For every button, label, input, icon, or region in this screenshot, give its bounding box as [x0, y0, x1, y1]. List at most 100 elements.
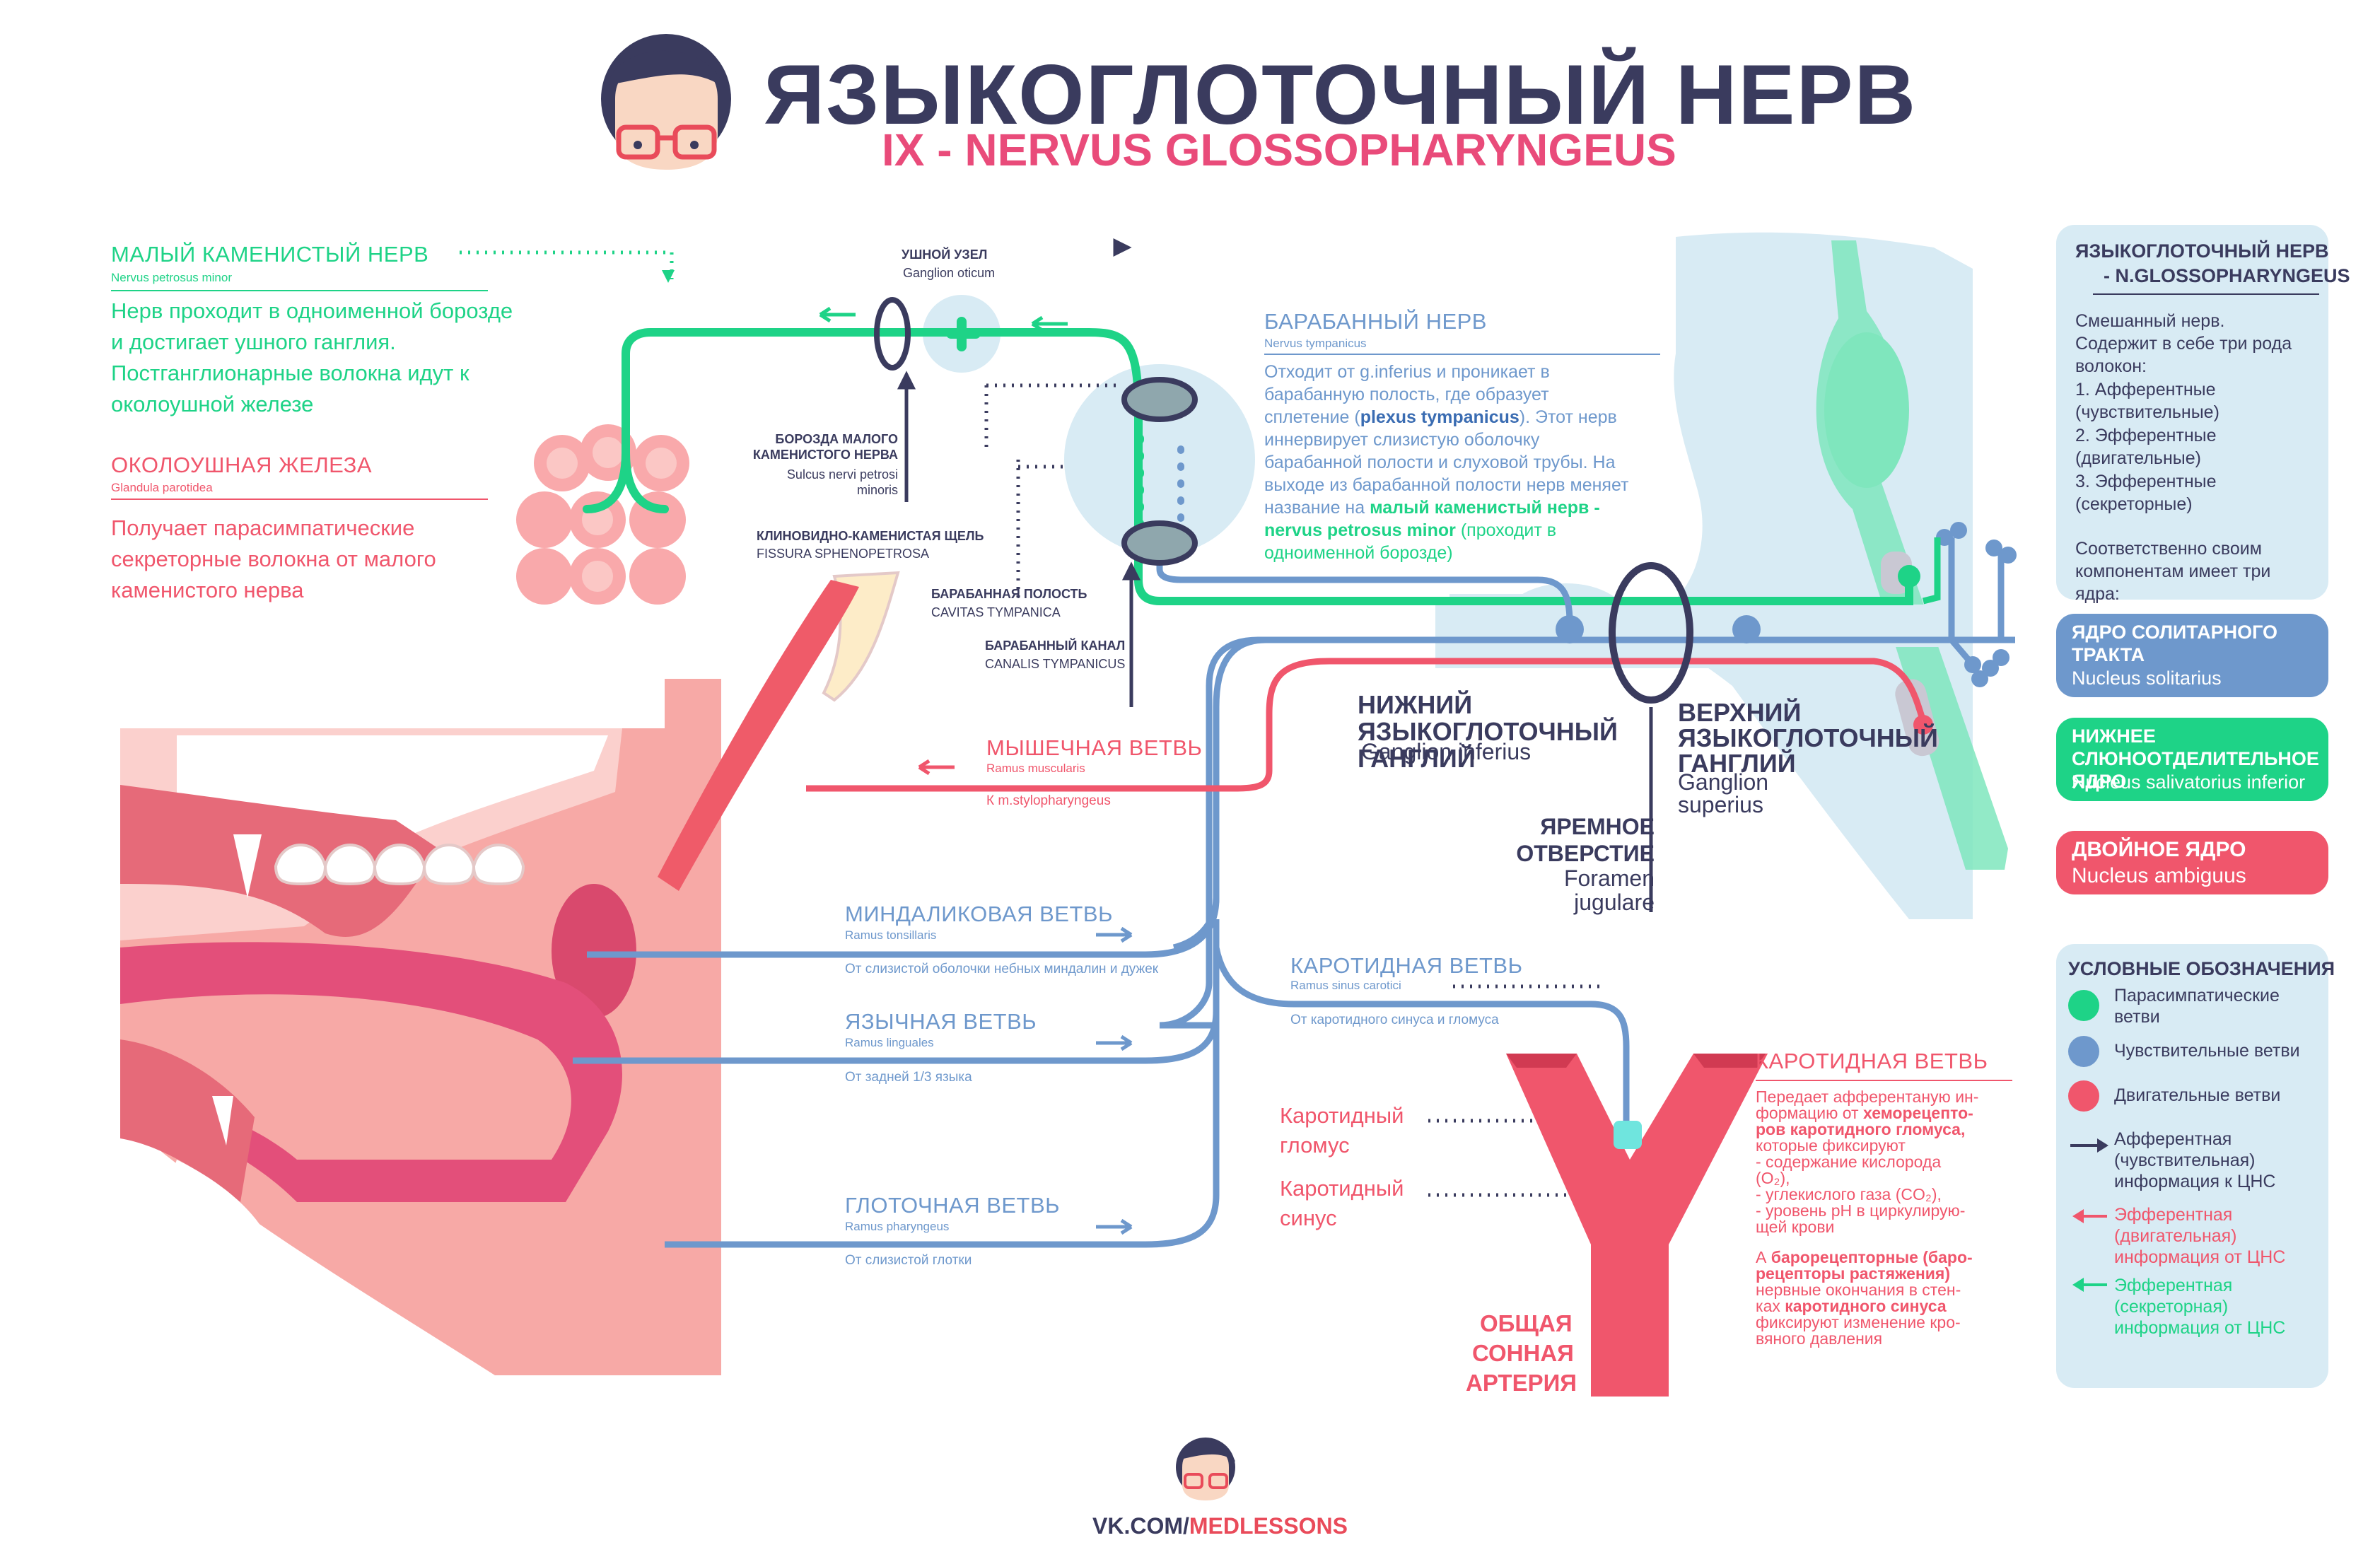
- footer-brand: MEDLESSONS: [1189, 1513, 1348, 1539]
- canalis-title: БАРАБАННЫЙ КАНАЛ: [985, 639, 1126, 653]
- legend-label-afferent: Афферентная (чувствительная) информация …: [2114, 1129, 2276, 1191]
- legend-arrow-secretory: [2072, 1278, 2107, 1292]
- ci-l12: нервные окончания в стен-: [1756, 1281, 1961, 1299]
- green-otic-knot: [946, 317, 981, 351]
- tympanic-text-1: Отходит от g.inferius и проникает в бара…: [1264, 362, 1550, 427]
- muscular-to: К m.stylopharyngeus: [986, 793, 1111, 808]
- glomus-label-2: гломус: [1280, 1133, 1350, 1158]
- blue-ganglion-dot-1: [1556, 615, 1584, 643]
- ring-jugulare: [1609, 562, 1693, 704]
- blue-pharyngeal-branch: [665, 1011, 1220, 1248]
- sidebar-title-2: - N.GLOSSOPHARYNGEUS: [2104, 265, 2350, 286]
- legend-label-pink: Двигательные ветви: [2114, 1085, 2281, 1105]
- carotid-branch-latin: Ramus sinus carotici: [1290, 979, 1401, 992]
- lesser-petrosal-rule: [111, 290, 488, 291]
- ci-l11b: рецепторы растяжения): [1756, 1264, 1950, 1283]
- tympanic-text: Отходит от g.inferius и проникает в бара…: [1264, 361, 1632, 564]
- nucleus-salivatorius-box: [2056, 718, 2328, 801]
- nucleus-solitarius-latin: Nucleus solitarius: [2072, 667, 2222, 689]
- page-subtitle: IX - NERVUS GLOSSOPHARYNGEUS: [882, 124, 1676, 175]
- tympanic-text-2: ). Этот нерв иннервирует слизистую оболо…: [1264, 407, 1629, 518]
- ci-l13: ках каротидного синуса: [1756, 1298, 2038, 1314]
- navy-pointers: [662, 238, 1653, 912]
- ci-l6: (O₂),: [1756, 1169, 1790, 1187]
- parotid-gland: [516, 424, 689, 605]
- fissura-latin: FISSURA SPHENOPETROSA: [757, 547, 930, 561]
- otic-latin: Ganglion oticum: [903, 266, 996, 280]
- foramen-latin: Foramen jugulare: [1563, 865, 1655, 915]
- ring-otic: [874, 297, 911, 371]
- sinus-label-2: синус: [1280, 1206, 1337, 1230]
- artery-label-3: АРТЕРИЯ: [1466, 1370, 1577, 1396]
- sidebar-title-1: ЯЗЫКОГЛОТОЧНЫЙ НЕРВ: [2075, 240, 2329, 262]
- legend-label-green: Парасимпатические ветви: [2114, 986, 2280, 1027]
- mascot-icon: [601, 34, 731, 170]
- nucleus-solitarius-title: ЯДРО СОЛИТАРНОГО ТРАКТА: [2072, 622, 2278, 665]
- blue-ganglion-dot-2: [1732, 615, 1761, 643]
- legend-dot-blue: [2068, 1036, 2099, 1067]
- tympanic-cavity: [1064, 364, 1255, 555]
- lower-incisor: [212, 1096, 233, 1145]
- ci-l10: А барорецепторные (баро-: [1756, 1249, 2038, 1266]
- ci-l10b: барорецепторные (баро-: [1771, 1248, 1973, 1266]
- sulcus-title: БОРОЗДА МАЛОГО КАМЕНИСТОГО НЕРВА: [752, 432, 898, 462]
- legend-panel: [2056, 944, 2328, 1388]
- ci-l14: фиксируют изменение кро-: [1756, 1313, 1961, 1331]
- muscular-title: МЫШЕЧНАЯ ВЕТВЬ: [986, 735, 1203, 760]
- lesser-petrosal-text: Нерв проходит в одноименной борозде и до…: [111, 298, 513, 416]
- nucleus-ambiguus-latin: Nucleus ambiguus: [2072, 864, 2246, 887]
- stylopharyngeus-muscle: [658, 580, 859, 891]
- ganglion-inferius-latin: Ganglion inferius: [1361, 739, 1532, 764]
- palate-white: [177, 735, 608, 877]
- carotid-info-title: КАРОТИДНАЯ ВЕТВЬ: [1756, 1049, 1988, 1073]
- tympanic-plexus: plexus tympanicus: [1360, 407, 1519, 427]
- tympanic-title: БАРАБАННЫЙ НЕРВ: [1264, 309, 1487, 334]
- pharyngeal-latin: Ramus pharyngeus: [845, 1220, 950, 1233]
- sidebar-nuclei-intro: Соответственно своим компонентам имеет т…: [2075, 539, 2271, 604]
- ci-l13a: ках: [1756, 1297, 1785, 1315]
- ci-l15: вяного давления: [1756, 1329, 1883, 1348]
- carotid-artery: [1506, 1054, 1768, 1397]
- fissura-title: КЛИНОВИДНО-КАМЕНИСТАЯ ЩЕЛЬ: [757, 529, 984, 543]
- legend-arrow-motor: [2072, 1209, 2107, 1223]
- parotid-text: Получает парасимпатические секреторные в…: [111, 515, 436, 602]
- footer-prefix: VK.COM/: [1092, 1513, 1189, 1539]
- blue-trunk: [1172, 636, 1266, 951]
- green-dotted-pointer: [460, 250, 674, 279]
- ci-l13b: каротидного синуса: [1785, 1297, 1947, 1315]
- tympanic-latin: Nervus tympanicus: [1264, 337, 1367, 350]
- ganglion-superius-title: ВЕРХНИЙ ЯЗЫКОГЛОТОЧНЫЙ ГАНГЛИЙ: [1678, 698, 1938, 778]
- lesser-petrosal-title: МАЛЫЙ КАМЕНИСТЫЙ НЕРВ: [111, 242, 429, 267]
- upper-teeth: [274, 844, 525, 886]
- legend-title: УСЛОВНЫЕ ОБОЗНАЧЕНИЯ: [2068, 958, 2335, 979]
- spinal-bulb: [1824, 332, 1909, 488]
- sidebar-intro: Смешанный нерв. Содержит в себе три рода…: [2075, 311, 2292, 376]
- tonsil: [552, 884, 636, 1018]
- footer-link[interactable]: VK.COM/MEDLESSONS: [1092, 1513, 1348, 1539]
- foramen-title: ЯРЕМНОЕ ОТВЕРСТИЕ: [1516, 814, 1655, 866]
- artery-label-1: ОБЩАЯ: [1480, 1310, 1573, 1336]
- red-nerve-main: [806, 658, 1927, 792]
- blue-tonsil-branch: [587, 897, 1220, 958]
- nerve-arrows: [819, 306, 1133, 1235]
- tonsil-title: МИНДАЛИКОВАЯ ВЕТВЬ: [845, 902, 1113, 926]
- legend-label-secretory: Эфферентная (секреторная) информация от …: [2114, 1276, 2286, 1338]
- sidebar-item-1: 1. Афферентные (чувствительные): [2075, 380, 2219, 422]
- nucleus-salivatorius-title: НИЖНЕЕ СЛЮНООТДЕЛИТЕЛЬНОЕ ЯДРО: [2072, 725, 2319, 792]
- lingual-from: От задней 1/3 языка: [845, 1070, 972, 1085]
- lower-lip: [120, 1039, 255, 1202]
- green-end-dot: [1898, 565, 1920, 588]
- footer-mascot-icon: [1176, 1438, 1235, 1500]
- blue-nerve-main: [1159, 636, 2015, 1029]
- tonsil-from: От слизистой оболочки небных миндалин и …: [845, 962, 1159, 976]
- carotid-glomus: [1614, 1121, 1642, 1149]
- tympanic-minor: малый каменистый нерв - nervus petrosus …: [1264, 498, 1600, 540]
- lingual-title: ЯЗЫЧНАЯ ВЕТВЬ: [845, 1009, 1037, 1034]
- ci-l5: - содержание кислорода: [1756, 1153, 1942, 1171]
- legend-dot-pink: [2068, 1080, 2099, 1112]
- carotid-artery-dark: [1506, 1054, 1768, 1068]
- ci-l4: которые фиксируют: [1756, 1136, 1906, 1155]
- red-end-dot: [1913, 715, 1933, 735]
- tympanic-text-3: (проходит в одноименной борозде): [1264, 520, 1557, 563]
- parotid-latin: Glandula parotidea: [111, 481, 213, 494]
